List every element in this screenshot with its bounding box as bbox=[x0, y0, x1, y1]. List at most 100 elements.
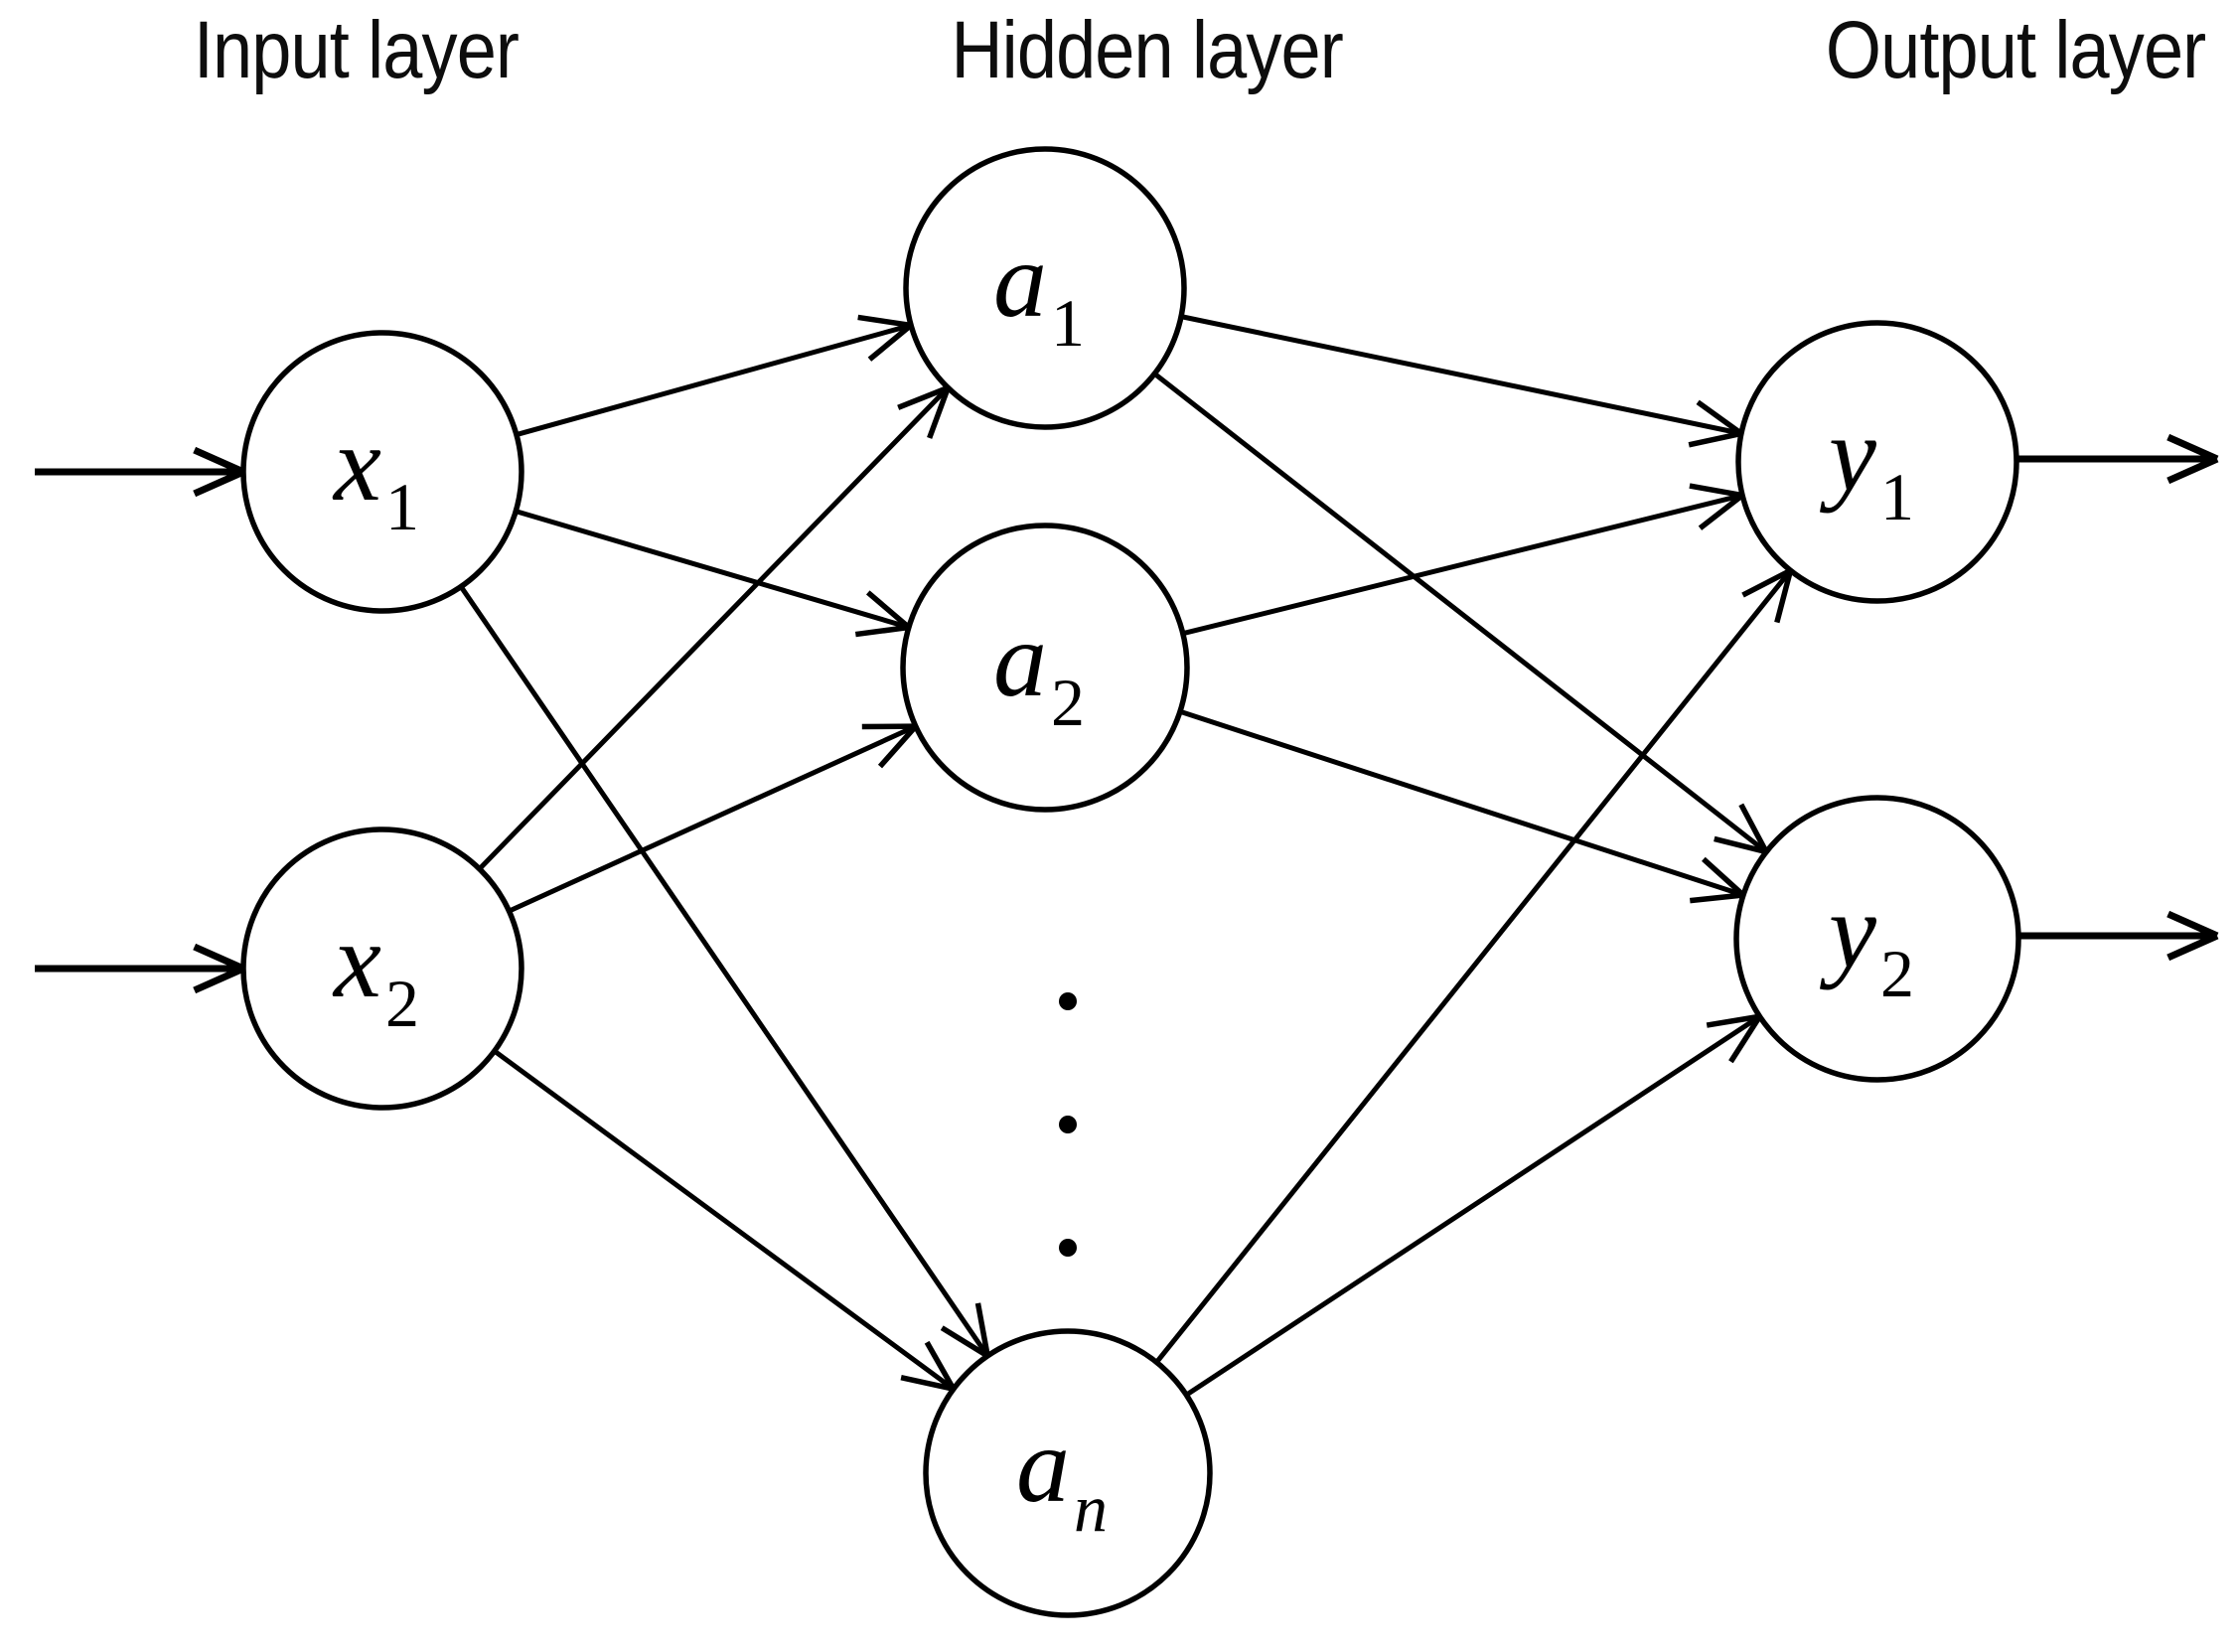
connection-a2-to-y1 bbox=[1182, 483, 1744, 637]
node-y1-label-subscript: 1 bbox=[1880, 459, 1914, 534]
connection-a1-to-y1 bbox=[1180, 314, 1743, 448]
connection-arrowhead-barb-1 bbox=[1741, 567, 1792, 598]
connection-a1-to-y2 bbox=[1152, 372, 1769, 855]
connection-x2-to-an bbox=[493, 1048, 957, 1392]
connection-line bbox=[493, 1048, 956, 1392]
connection-line bbox=[508, 723, 917, 914]
connection-line bbox=[1154, 568, 1793, 1364]
node-a1-label-base: a bbox=[993, 222, 1047, 340]
node-x2-label-subscript: 2 bbox=[385, 966, 419, 1041]
node-y2-label: y2 bbox=[1819, 872, 1914, 1011]
connection-x1-to-a1 bbox=[516, 314, 913, 437]
connection-line bbox=[515, 509, 910, 630]
connection-a2-to-y2 bbox=[1179, 708, 1745, 904]
output-arrow-y1-head-barb-0 bbox=[2166, 455, 2219, 485]
connection-line bbox=[1184, 1014, 1761, 1398]
input-layer-label: Input layer bbox=[194, 5, 519, 95]
input-arrow-x2-head-barb-0 bbox=[193, 965, 245, 994]
node-a1-circle[interactable] bbox=[903, 146, 1187, 430]
ellipsis-group bbox=[1059, 992, 1077, 1257]
connection-arrowhead-barb-0 bbox=[1774, 569, 1794, 624]
connection-arrowhead-barb-0 bbox=[854, 624, 910, 638]
connection-line bbox=[477, 385, 951, 871]
connection-line bbox=[516, 323, 912, 437]
connection-line bbox=[1182, 493, 1743, 637]
connection-arrowhead-barb-0 bbox=[1714, 835, 1767, 855]
connection-x1-to-a2 bbox=[515, 509, 911, 638]
output-arrow-y1 bbox=[2016, 433, 2219, 485]
node-an-label-base: a bbox=[1016, 1407, 1070, 1525]
node-x2[interactable]: x2 bbox=[240, 826, 524, 1111]
connection-line bbox=[1179, 708, 1744, 898]
connection-line bbox=[459, 585, 990, 1358]
node-y2[interactable]: y2 bbox=[1733, 795, 2021, 1083]
connection-an-to-y1 bbox=[1154, 567, 1794, 1364]
connection-arrowhead-barb-0 bbox=[940, 1325, 989, 1359]
connection-arrowhead-barb-0 bbox=[1698, 493, 1744, 530]
node-y2-label-subscript: 2 bbox=[1880, 936, 1914, 1011]
ellipsis-dot-1 bbox=[1059, 992, 1077, 1010]
node-a2-label-subscript: 2 bbox=[1051, 665, 1085, 740]
node-x2-label: x2 bbox=[332, 902, 419, 1041]
connection-line bbox=[1180, 314, 1742, 436]
node-y1-label-base: y bbox=[1819, 395, 1876, 514]
output-arrow-y2-head-barb-1 bbox=[2166, 910, 2219, 940]
connection-arrowhead-barb-1 bbox=[1738, 803, 1769, 853]
node-a2-label: a2 bbox=[993, 601, 1085, 740]
node-x1-label-subscript: 1 bbox=[385, 469, 419, 544]
node-x1-label-base: x bbox=[332, 405, 381, 524]
node-an[interactable]: an bbox=[923, 1328, 1213, 1618]
output-layer-label: Output layer bbox=[1826, 5, 2206, 95]
connection-arrowhead-barb-1 bbox=[865, 590, 911, 630]
connection-x2-to-a1 bbox=[477, 384, 951, 871]
connection-arrowhead-barb-1 bbox=[1706, 1013, 1760, 1028]
layer-labels-group: Input layer Hidden layer Output layer bbox=[194, 5, 2207, 95]
ellipsis-dot-2 bbox=[1059, 1116, 1077, 1133]
connection-x2-to-a2 bbox=[508, 723, 918, 914]
input-arrow-x2 bbox=[35, 943, 245, 994]
connection-arrowhead-barb-1 bbox=[1689, 483, 1743, 499]
node-x1-label: x1 bbox=[332, 405, 419, 544]
node-y1-circle[interactable] bbox=[1735, 320, 2019, 604]
node-x2-circle[interactable] bbox=[240, 826, 524, 1111]
connection-line bbox=[1152, 372, 1768, 854]
input-arrow-x1 bbox=[35, 446, 245, 498]
node-a1-label: a1 bbox=[993, 222, 1085, 361]
node-an-label: an bbox=[1016, 1407, 1108, 1546]
connection-x1-to-an bbox=[459, 585, 990, 1359]
ellipsis-dot-3 bbox=[1059, 1239, 1077, 1257]
node-x1[interactable]: x1 bbox=[240, 330, 524, 614]
connections-group bbox=[459, 314, 1794, 1398]
input-arrow-x2-head-barb-1 bbox=[193, 943, 245, 973]
connection-arrowhead-barb-1 bbox=[924, 1340, 957, 1391]
node-a1[interactable]: a1 bbox=[903, 146, 1187, 430]
node-y1-label: y1 bbox=[1819, 395, 1914, 534]
node-x1-circle[interactable] bbox=[240, 330, 524, 614]
node-a2-circle[interactable] bbox=[900, 523, 1190, 813]
connection-arrowhead-barb-0 bbox=[900, 1374, 955, 1392]
connection-arrowhead-barb-1 bbox=[1696, 399, 1743, 436]
connection-arrowhead-barb-0 bbox=[1689, 892, 1744, 904]
node-y2-circle[interactable] bbox=[1733, 795, 2021, 1083]
connection-arrowhead-barb-1 bbox=[974, 1302, 990, 1357]
node-y1[interactable]: y1 bbox=[1735, 320, 2019, 604]
node-an-label-subscript: n bbox=[1074, 1470, 1108, 1546]
io-arrows-group bbox=[35, 433, 2219, 994]
node-a1-label-subscript: 1 bbox=[1051, 285, 1085, 361]
node-y2-label-base: y bbox=[1819, 872, 1876, 990]
input-arrow-x1-head-barb-1 bbox=[193, 446, 245, 476]
node-an-circle[interactable] bbox=[923, 1328, 1213, 1618]
node-a2-label-base: a bbox=[993, 601, 1047, 719]
connection-arrowhead-barb-0 bbox=[1688, 430, 1742, 448]
hidden-layer-label: Hidden layer bbox=[951, 5, 1343, 95]
node-x2-label-base: x bbox=[332, 902, 381, 1020]
output-arrow-y2-head-barb-0 bbox=[2166, 932, 2219, 962]
connection-arrowhead-barb-1 bbox=[897, 384, 950, 410]
connection-arrowhead-barb-0 bbox=[927, 386, 951, 439]
connection-arrowhead-barb-0 bbox=[877, 724, 918, 769]
connection-arrowhead-barb-0 bbox=[1728, 1014, 1762, 1064]
node-a2[interactable]: a2 bbox=[900, 523, 1190, 813]
connection-an-to-y2 bbox=[1184, 1013, 1762, 1398]
